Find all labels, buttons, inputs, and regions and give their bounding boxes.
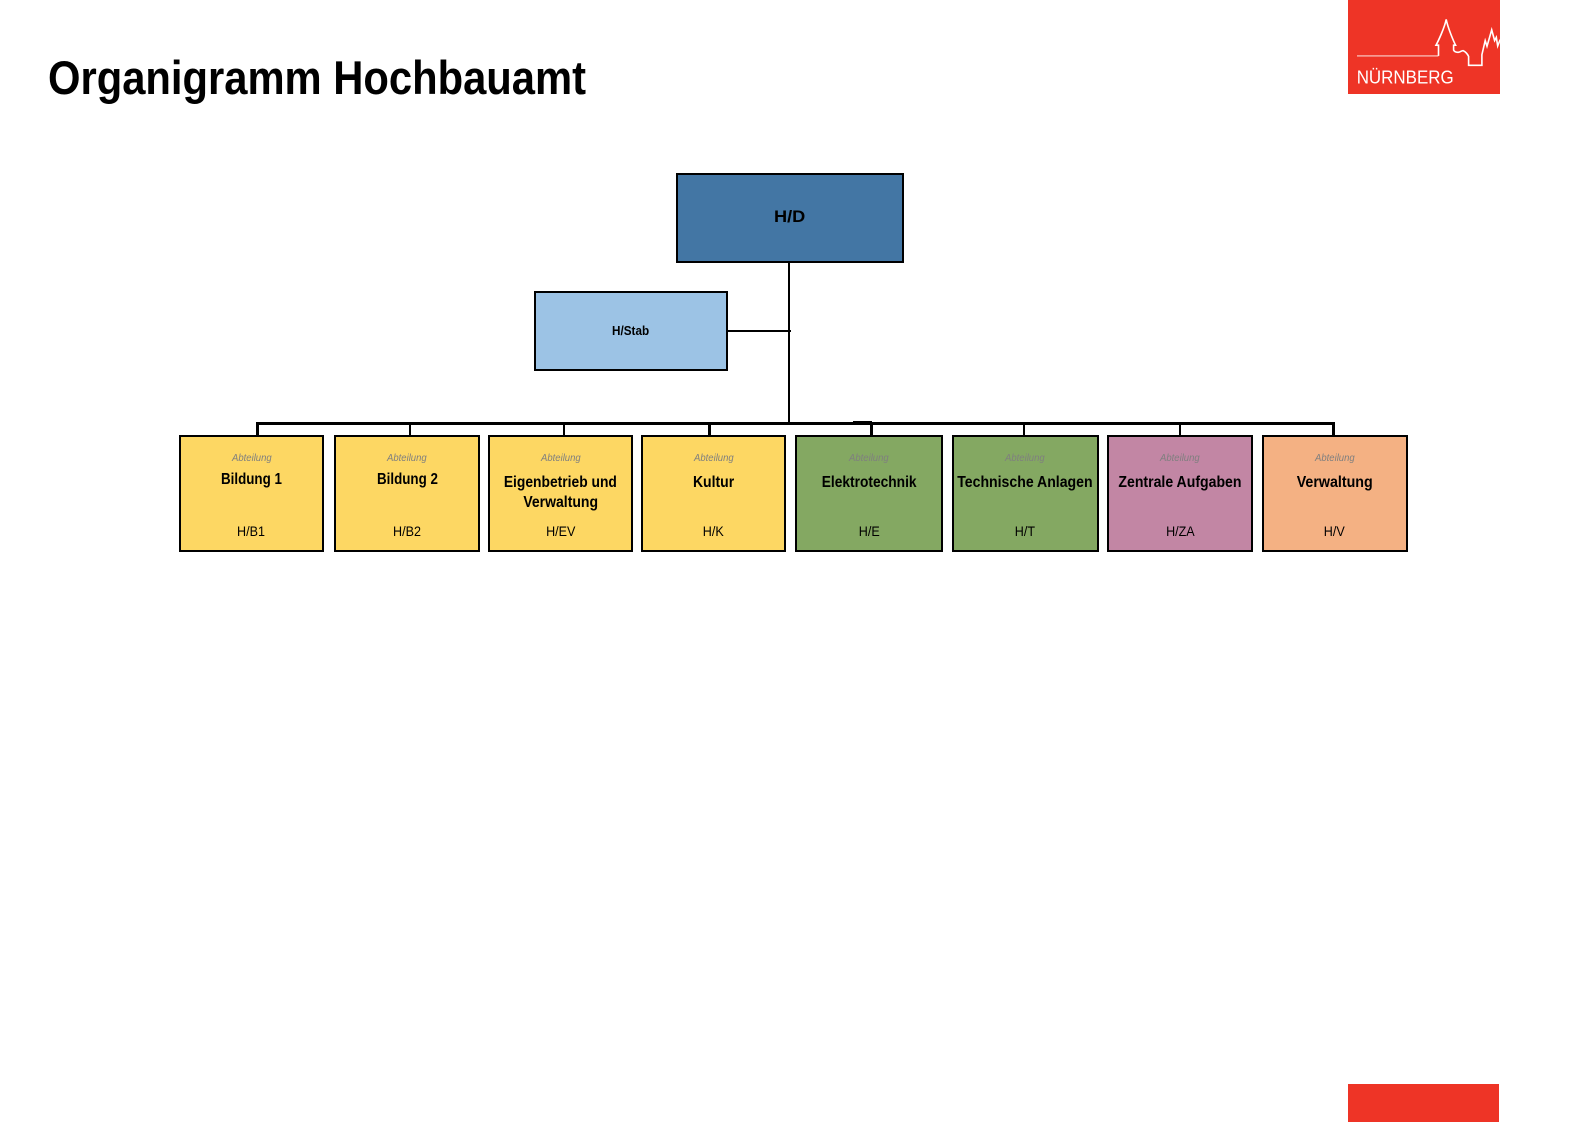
- svg-text:NÜRNBERG: NÜRNBERG: [1357, 68, 1454, 88]
